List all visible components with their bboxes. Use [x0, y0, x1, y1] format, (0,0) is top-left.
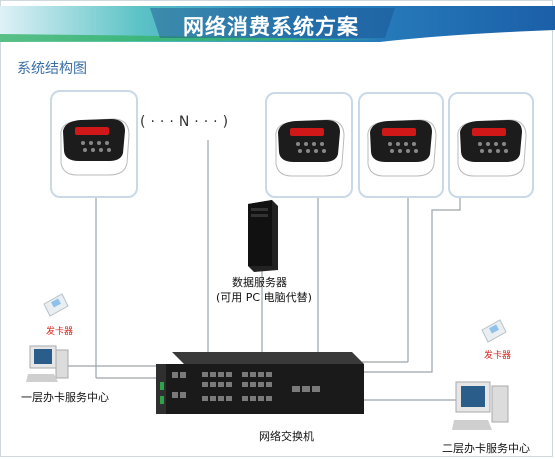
data-server-icon — [248, 200, 278, 272]
right-station-label: 二层办卡服务中心 — [442, 442, 530, 455]
workstation-icon-right — [452, 381, 509, 430]
page-title: 网络消费系统方案 — [183, 15, 359, 39]
card-issuer-label-right: 发卡器 — [484, 351, 512, 361]
card-issuer-icon-left — [43, 293, 69, 317]
workstation-icon-left — [26, 345, 69, 382]
more-terminals-indicator: (···N···) — [140, 114, 234, 130]
diagram-subtitle: 系统结构图 — [17, 61, 87, 77]
card-issuer-label-left: 发卡器 — [46, 327, 74, 337]
pos-terminal-icon — [457, 119, 527, 177]
pos-terminal-card-2 — [265, 92, 353, 198]
switch-label: 网络交换机 — [259, 430, 314, 443]
network-switch-icon — [156, 352, 364, 414]
pos-terminal-card-1 — [50, 90, 138, 198]
server-label-line1: 数据服务器 — [232, 276, 287, 289]
card-issuer-icon-right — [481, 319, 507, 343]
pos-terminal-icon — [275, 119, 345, 177]
left-station-label: 一层办卡服务中心 — [21, 391, 109, 404]
server-label-line2: (可用 PC 电脑代替) — [216, 291, 312, 304]
pos-terminal-card-4 — [448, 92, 534, 198]
pos-terminal-card-3 — [358, 92, 444, 198]
title-banner — [0, 6, 555, 42]
pos-terminal-icon — [60, 118, 130, 176]
pos-terminal-icon — [367, 119, 437, 177]
